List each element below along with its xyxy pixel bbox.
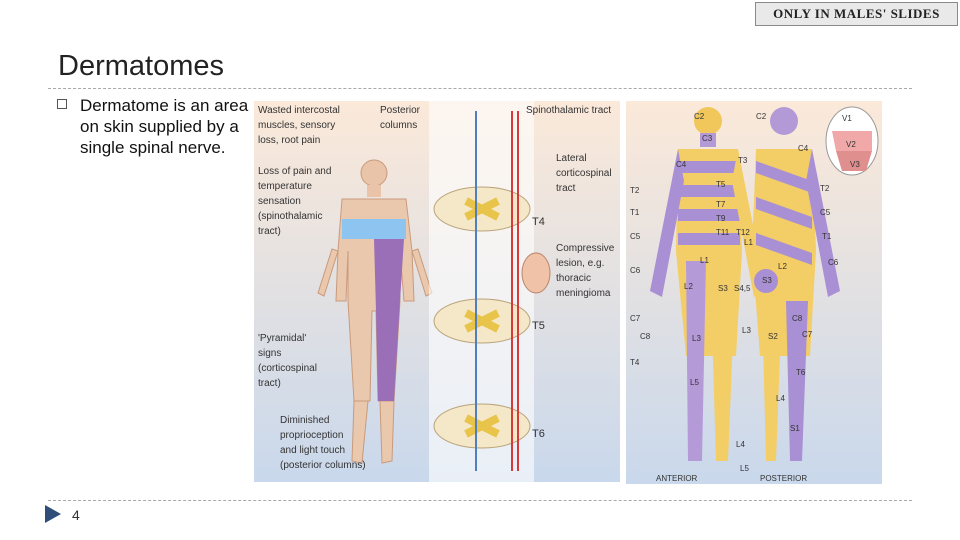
page-number: 4: [72, 507, 80, 523]
label-posterior-s3: S3: [762, 276, 772, 285]
bullet-marker-icon: [57, 99, 67, 109]
label-posterior-c6: C6: [828, 258, 839, 267]
bullet-text: Dermatome is an area on skin supplied by…: [80, 96, 249, 157]
label-anterior-t11: T11: [716, 228, 730, 237]
label-anterior-c8: C8: [640, 332, 651, 341]
label-posterior-l3: L3: [742, 326, 751, 335]
label-anterior-t5: T5: [716, 180, 726, 189]
sensory-loss-purple: [374, 239, 404, 401]
label-posterior-l2: L2: [778, 262, 787, 271]
label-posterior-t2: T2: [820, 184, 830, 193]
top-divider: [48, 88, 912, 89]
label-anterior-l3: L3: [692, 334, 701, 343]
slide-title: Dermatomes: [58, 50, 224, 82]
level-t4: T4: [532, 216, 545, 228]
label-posterior-s45: S4,5: [734, 284, 751, 293]
label-anterior-l2: L2: [684, 282, 693, 291]
label-anterior-c7: C7: [630, 314, 641, 323]
spinal-column: [429, 101, 534, 482]
label-anterior-l4: L4: [736, 440, 745, 449]
label-anterior-c6: C6: [630, 266, 641, 275]
label-anterior-t4: T4: [630, 358, 640, 367]
label-posterior-l5: L5: [740, 464, 749, 473]
label-anterior-c5: C5: [630, 232, 641, 241]
label-anterior-c4: C4: [676, 160, 687, 169]
caption-anterior: ANTERIOR: [656, 474, 698, 483]
level-t5: T5: [532, 320, 545, 332]
label-posterior-t6: T6: [796, 368, 806, 377]
page-arrow-icon: [45, 505, 61, 523]
label-anterior-t1: T1: [630, 208, 640, 217]
label-posterior-c7: C7: [802, 330, 813, 339]
label-anterior-t3: T3: [738, 156, 748, 165]
label-anterior-t7: T7: [716, 200, 726, 209]
sensory-band-blue: [342, 219, 406, 239]
label-posterior-s2: S2: [768, 332, 778, 341]
males-only-badge: ONLY IN MALES' SLIDES: [755, 2, 958, 26]
meningioma-lesion: [521, 252, 551, 294]
label-anterior-c2: C2: [694, 112, 705, 121]
label-spinothalamic: Spinothalamic tract: [526, 105, 611, 116]
label-face-v2: V2: [846, 140, 856, 149]
label-anterior-l1: L1: [700, 256, 709, 265]
label-posterior-c5: C5: [820, 208, 831, 217]
label-posterior-s1: S1: [790, 424, 800, 433]
label-posterior-l1: L1: [744, 238, 753, 247]
label-anterior-c3: C3: [702, 134, 713, 143]
face-inset: [825, 106, 879, 176]
label-anterior-t12: T12: [736, 228, 750, 237]
label-posterior-c8: C8: [792, 314, 803, 323]
label-face-v1: V1: [842, 114, 852, 123]
label-posterior-c2: C2: [756, 112, 767, 121]
label-posterior-c4: C4: [798, 144, 809, 153]
label-face-v3: V3: [850, 160, 860, 169]
label-anterior-s3: S3: [718, 284, 728, 293]
label-anterior-t2: T2: [630, 186, 640, 195]
caption-posterior: POSTERIOR: [760, 474, 807, 483]
bottom-divider: [48, 500, 912, 501]
level-t6: T6: [532, 428, 545, 440]
label-posterior-t1: T1: [822, 232, 832, 241]
posterior-body: [752, 107, 840, 461]
label-anterior-l5: L5: [690, 378, 699, 387]
label-anterior-t9: T9: [716, 214, 726, 223]
dermatome-map-figure: C2 C3 C4 T2 T1 C5 C6 C7 C8 T4 T3 T5 T7 T…: [626, 101, 882, 484]
label-posterior-l4: L4: [776, 394, 785, 403]
